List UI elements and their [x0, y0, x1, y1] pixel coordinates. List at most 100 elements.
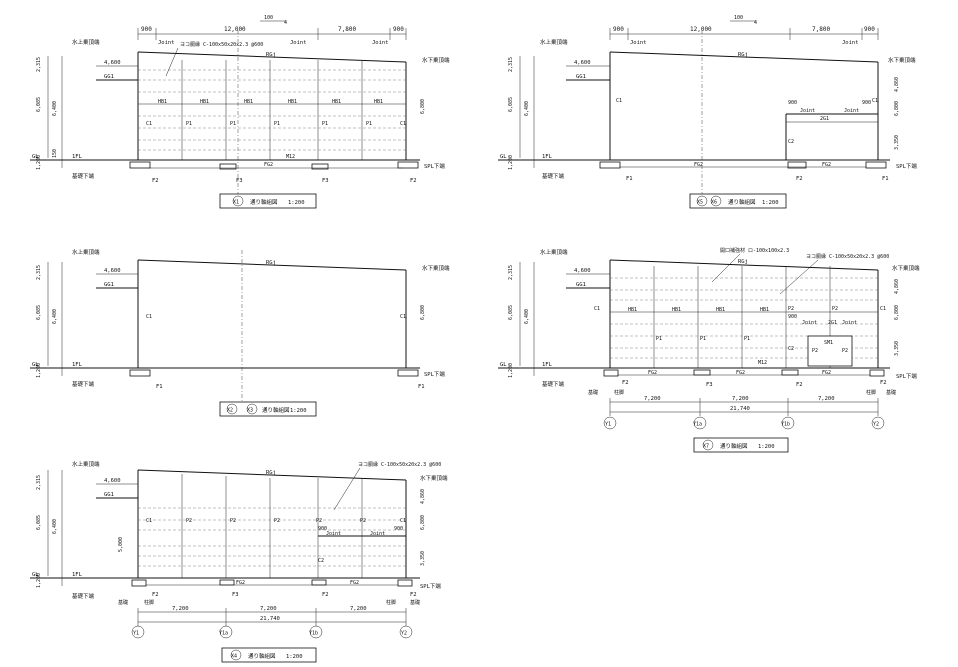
label-fg2-3: FG2 — [822, 162, 831, 168]
label-gg1-4: GG1 — [576, 282, 586, 288]
grid-x7: X7 — [703, 444, 709, 450]
label-hb1-1: HB1 — [158, 99, 167, 105]
dim-21740-2: 21,740 — [260, 616, 280, 622]
dim-6800-2: 6,800 — [894, 101, 900, 116]
label-gg1: GG1 — [104, 74, 114, 80]
grid-y2-2: Y2 — [401, 631, 407, 637]
label-hb1-7: HB1 — [628, 307, 637, 313]
label-pillar-x4-l: 柱脚 — [144, 599, 154, 606]
label-roof-lower-2: 水下乗頂端 — [888, 56, 916, 64]
label-roof-upper: 水上乗頂端 — [72, 38, 100, 46]
label-2g1-2: 2G1 — [828, 320, 837, 326]
caption-x1: 通り軸組図 — [250, 198, 278, 206]
label-pillar-base-x4-l: 基礎 — [118, 599, 128, 606]
label-f1-3: F1 — [156, 384, 163, 390]
label-f2-left: F2 — [152, 178, 159, 184]
dim-7800-2: 7,800 — [812, 26, 830, 33]
label-pillar-base-x4-r: 基礎 — [410, 599, 420, 606]
panel-x5-x6-elevation: 900 12,000 7,800 900 100 4 2,315 6,085 6… — [498, 15, 917, 209]
label-roof-upper-5: 水上乗頂端 — [72, 460, 100, 468]
dim-4860: 4,860 — [894, 77, 900, 92]
label-joint-1: Joint — [158, 40, 175, 46]
label-sm1: SM1 — [824, 340, 833, 346]
label-c1-right: C1 — [400, 121, 406, 127]
dim-3350: 3,350 — [894, 135, 900, 150]
dim-7200-5: 7,200 — [260, 606, 277, 612]
label-p1-2: P1 — [230, 121, 236, 127]
dim-4600-4: 4,600 — [574, 268, 591, 274]
dim-4600: 4,600 — [104, 60, 121, 66]
caption-x4: 通り軸組図 — [248, 652, 276, 660]
slope-4: 4 — [284, 20, 287, 26]
label-p1-4: P1 — [322, 121, 328, 127]
label-p2-4: P2 — [842, 348, 848, 354]
dim-7200-3: 7,200 — [818, 396, 835, 402]
label-c2: C2 — [788, 139, 794, 145]
label-joint-9: Joint — [842, 320, 857, 326]
label-gl-5: GL — [32, 572, 39, 578]
label-p1-3: P1 — [274, 121, 280, 127]
label-fg2: FG2 — [264, 162, 273, 168]
label-f2-8: F2 — [322, 592, 329, 598]
label-pillar-base-right: 基礎 — [886, 389, 896, 396]
panel-x4-elevation: 2,315 6,085 6,400 1,200 5,000 水上乗頂端 水下乗頂… — [30, 460, 448, 663]
scale-x2: 1:200 — [290, 408, 307, 414]
label-joint-10: Joint — [326, 531, 341, 537]
grid-x2: X2 — [227, 408, 233, 414]
panel-x2-x3-elevation: 2,315 6,085 6,400 1,200 水上乗頂端 水下乗頂端 GL 1… — [30, 248, 450, 417]
grid-x6: X6 — [711, 200, 717, 206]
dim-1200-2: 1,200 — [508, 155, 514, 170]
grid-x3: X3 — [247, 408, 253, 414]
label-p2-2: P2 — [832, 306, 838, 312]
dim-900-x7: 900 — [788, 314, 797, 320]
label-m12: M12 — [286, 154, 295, 160]
label-fg2-5: FG2 — [736, 370, 745, 376]
dim-4600-5: 4,600 — [104, 478, 121, 484]
label-c2-3: C2 — [318, 558, 324, 564]
label-f2-5: F2 — [796, 382, 803, 388]
grid-y1: Y1 — [605, 422, 611, 428]
grid-y2: Y2 — [873, 422, 879, 428]
label-fg2-7: FG2 — [236, 580, 245, 586]
dim-900-x4: 900 — [318, 526, 327, 532]
label-hb1-8: HB1 — [672, 307, 681, 313]
label-hb1-4: HB1 — [288, 99, 297, 105]
dim-150: 150 — [52, 149, 58, 158]
dim-6085-4: 6,085 — [508, 305, 514, 320]
dim-1200-3: 1,200 — [36, 363, 42, 378]
label-p1-7: P1 — [700, 336, 706, 342]
label-p2-3: P2 — [812, 348, 818, 354]
dim-3350-3: 3,350 — [420, 551, 426, 566]
label-roof-upper-2: 水上乗頂端 — [540, 38, 568, 46]
dim-7200-4: 7,200 — [172, 606, 189, 612]
label-c1-3: C1 — [616, 98, 622, 104]
label-c1-7: C1 — [594, 306, 600, 312]
label-f2-right: F2 — [410, 178, 417, 184]
scale-x5: 1:200 — [762, 200, 779, 206]
label-f3-1: F3 — [236, 178, 243, 184]
label-f2-9: F2 — [410, 592, 417, 598]
label-1fl-2: 1FL — [542, 154, 553, 160]
scale-x1: 1:200 — [288, 200, 305, 206]
label-f2-4: F2 — [622, 380, 629, 386]
label-p2-1: P2 — [788, 306, 794, 312]
dim-6800-3: 6,800 — [420, 305, 426, 320]
label-joint-7: Joint — [844, 108, 859, 114]
dim-2315-3: 2,315 — [36, 265, 42, 280]
label-f3-3: F3 — [706, 382, 713, 388]
caption-x7: 通り軸組図 — [720, 442, 748, 450]
dim-21740: 21,740 — [730, 406, 750, 412]
label-spl-bottom: SPL下端 — [424, 162, 445, 170]
label-p2-x4-3: P2 — [274, 518, 280, 524]
label-roof-upper-3: 水上乗頂端 — [72, 248, 100, 256]
label-roof-lower-3: 水下乗頂端 — [422, 264, 450, 272]
label-f1-1: F1 — [626, 176, 633, 182]
label-joint-6: Joint — [800, 108, 815, 114]
dim-6800-4: 6,800 — [894, 305, 900, 320]
label-pillar-x4-r: 柱脚 — [386, 599, 396, 606]
dim-6085: 6,085 — [36, 97, 42, 112]
dim-1200: 1,200 — [36, 155, 42, 170]
panel-x7-elevation: 2,315 6,085 6,400 1,200 水上乗頂端 水下乗頂端 GL 1… — [498, 247, 920, 453]
grid-y1b-2: Y1b — [309, 631, 318, 637]
label-gl-4: GL — [500, 362, 507, 368]
